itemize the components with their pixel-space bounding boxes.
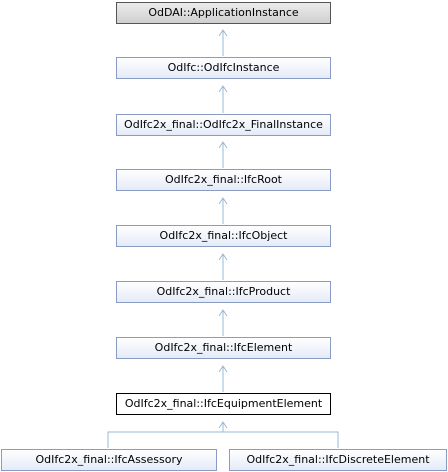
arrowhead [218, 309, 228, 317]
arrowhead [218, 85, 228, 93]
node-ifc-assessory[interactable]: OdIfc2x_final::IfcAssessory [1, 449, 217, 471]
node-ifc-product[interactable]: OdIfc2x_final::IfcProduct [116, 281, 331, 303]
node-ifc-root[interactable]: OdIfc2x_final::IfcRoot [116, 169, 331, 191]
node-ifc-element[interactable]: OdIfc2x_final::IfcElement [116, 337, 331, 359]
arrowhead [218, 197, 228, 205]
node-final-instance[interactable]: OdIfc2x_final::OdIfc2x_FinalInstance [116, 114, 331, 136]
node-odifc-instance[interactable]: OdIfc::OdIfcInstance [116, 57, 331, 79]
node-application-instance[interactable]: OdDAI::ApplicationInstance [116, 2, 331, 24]
node-ifc-discrete-element[interactable]: OdIfc2x_final::IfcDiscreteElement [229, 449, 447, 471]
edge-assessory-to-equipment [107, 422, 224, 448]
arrowhead [218, 253, 228, 261]
arrowhead [218, 29, 228, 37]
arrowhead [218, 365, 228, 373]
node-ifc-equipment-element: OdIfc2x_final::IfcEquipmentElement [116, 393, 331, 415]
edge-discrete-to-equipment [223, 431, 339, 448]
arrowhead [218, 421, 228, 429]
arrowhead [218, 141, 228, 149]
node-ifc-object[interactable]: OdIfc2x_final::IfcObject [116, 225, 331, 247]
